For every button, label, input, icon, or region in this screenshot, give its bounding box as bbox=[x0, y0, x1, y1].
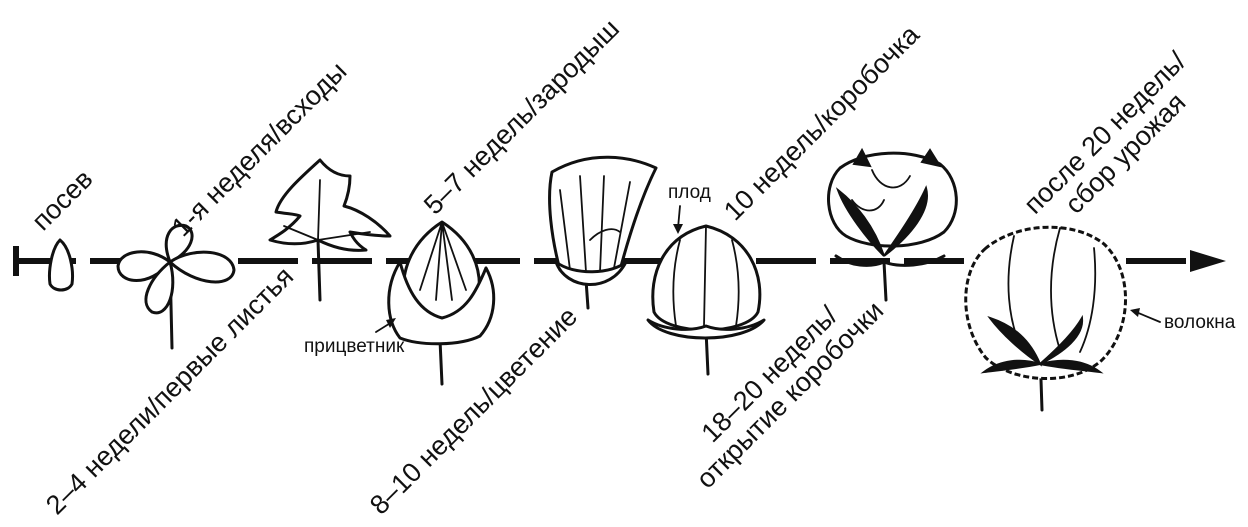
fibers-arrow-icon bbox=[1130, 308, 1160, 322]
young-boll-icon bbox=[648, 226, 764, 374]
arrow-head-icon bbox=[1190, 250, 1226, 272]
flower-icon bbox=[550, 157, 656, 308]
flower-bud-icon bbox=[389, 222, 494, 384]
harvest-boll-icon bbox=[966, 227, 1126, 410]
fruit-arrow-icon bbox=[673, 206, 683, 234]
callout-fruit: плод bbox=[668, 182, 711, 204]
callout-fibers: волокна bbox=[1164, 312, 1235, 334]
seed-icon bbox=[49, 240, 72, 290]
callout-bract: прицветник bbox=[304, 336, 404, 358]
